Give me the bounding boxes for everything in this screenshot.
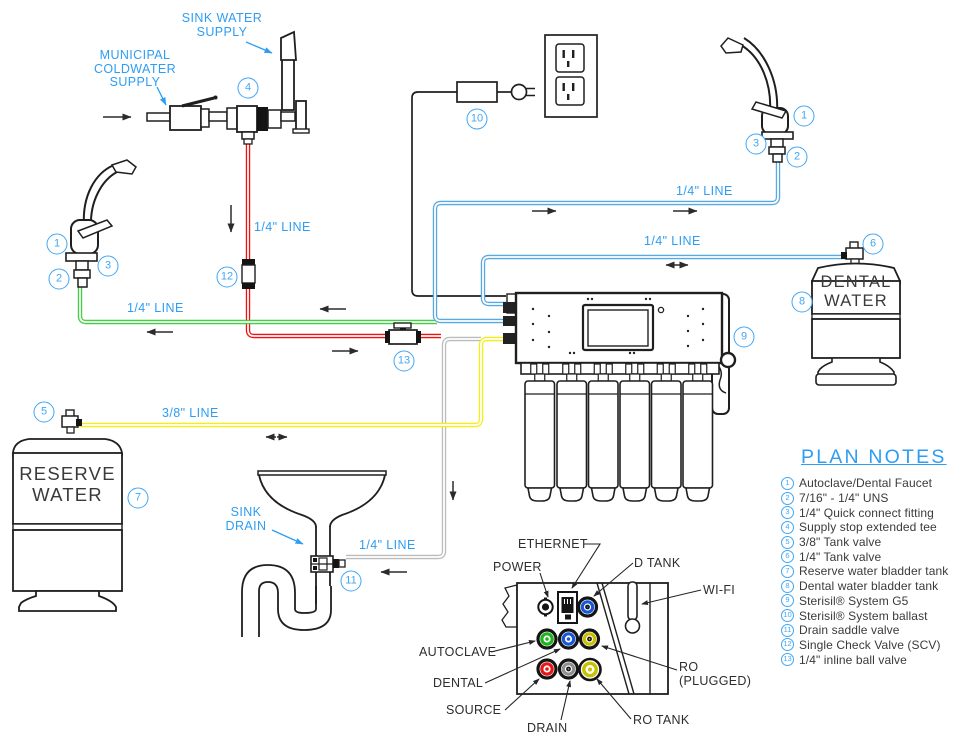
reserve-tank-valve: [61, 409, 82, 434]
line-label-red: 1/4" LINE: [254, 220, 311, 234]
connection-panel-detail: [484, 543, 702, 721]
dental-tank-valve: [841, 241, 864, 266]
drain-label: DRAIN: [527, 721, 568, 735]
ro-plugged-label: RO(PLUGGED): [679, 660, 752, 688]
left-faucet: [65, 159, 137, 288]
dental-label: DENTAL: [433, 676, 484, 690]
callout-7: 7: [127, 487, 149, 509]
municipal-coldwater-supply-label: MUNICIPAL COLDWATER SUPPLY: [93, 48, 177, 89]
sink-water-supply-label: SINK WATER SUPPLY: [181, 11, 263, 39]
d-tank-label: D TANK: [634, 556, 681, 570]
line-label-green: 1/4" LINE: [127, 301, 184, 315]
source-label: SOURCE: [446, 703, 502, 717]
callout-11: 11: [340, 570, 362, 592]
callout-13: 13: [393, 350, 415, 372]
callout-12: 12: [216, 266, 238, 288]
callout-3-right: 3: [745, 133, 767, 155]
line-label-yellow: 3/8" LINE: [162, 406, 219, 420]
plan-notes-title: PLAN NOTES: [801, 446, 947, 468]
wifi-label: WI-FI: [703, 583, 736, 597]
inline-ball-valve: [385, 322, 421, 345]
reserve-water-tank: [12, 438, 123, 612]
single-check-valve: [241, 259, 256, 289]
line-label-drain: 1/4" LINE: [359, 538, 416, 552]
line-label-blue-lower: 1/4" LINE: [644, 234, 701, 248]
callout-1-left: 1: [46, 233, 68, 255]
label-leaders: [156, 41, 304, 545]
callout-5: 5: [33, 401, 55, 423]
callout-8: 8: [791, 291, 813, 313]
callout-9: 9: [733, 326, 755, 348]
autoclave-label: AUTOCLAVE: [419, 645, 497, 659]
dental-water-tank: [811, 262, 901, 386]
callout-6: 6: [862, 233, 884, 255]
callout-2-right: 2: [786, 146, 808, 168]
right-faucet: [720, 37, 794, 163]
line-label-blue-upper: 1/4" LINE: [676, 184, 733, 198]
ro-tank-label: RO TANK: [633, 713, 690, 727]
callout-10: 10: [466, 108, 488, 130]
power-label: POWER: [493, 560, 542, 574]
ethernet-label: ETHERNET: [518, 537, 588, 551]
callout-1-right: 1: [793, 105, 815, 127]
sterisil-system-unit: [503, 291, 737, 502]
power-cord-and-outlet: [411, 34, 598, 297]
callout-2-left: 2: [48, 268, 70, 290]
tubing: [76, 141, 849, 560]
callout-3-left: 3: [97, 255, 119, 277]
flow-arrows: [103, 113, 698, 576]
municipal-supply-assembly: [146, 30, 310, 145]
callout-4: 4: [237, 77, 259, 99]
sink-and-trap: [241, 470, 387, 637]
sink-drain-label: SINK DRAIN: [225, 505, 267, 533]
